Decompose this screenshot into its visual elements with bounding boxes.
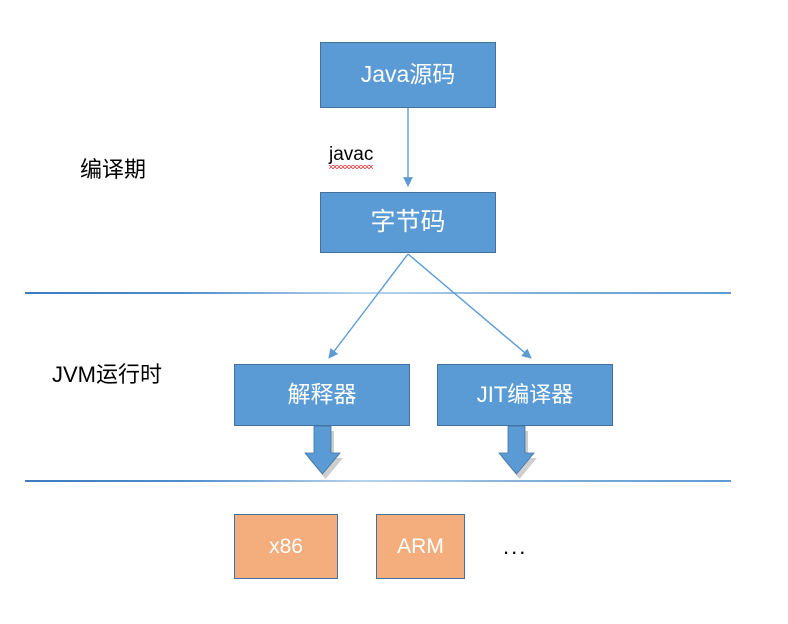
- spellcheck-squiggle-icon: [329, 165, 374, 169]
- node-interpreter[interactable]: 解释器: [234, 364, 410, 426]
- node-java-source[interactable]: Java源码: [320, 42, 496, 108]
- node-jit-compiler[interactable]: JIT编译器: [437, 364, 613, 426]
- more-platforms-ellipsis: ...: [503, 534, 528, 559]
- edge-label-javac: javac: [329, 144, 374, 169]
- runtime-hardware-divider: [25, 480, 731, 482]
- compile-runtime-divider: [25, 292, 731, 294]
- node-bytecode[interactable]: 字节码: [320, 192, 496, 253]
- connector-bytecode-to-interpreter: [328, 253, 409, 359]
- stage-label-compile-time: 编译期: [80, 157, 147, 182]
- node-arm[interactable]: ARM: [376, 514, 465, 579]
- block-arrow-jit-to-hardware: [498, 425, 537, 479]
- block-arrow-interpreter-to-hardware: [304, 425, 343, 479]
- stage-label-jvm-runtime: JVM运行时: [52, 362, 163, 387]
- connector-bytecode-to-jit: [407, 253, 532, 359]
- node-x86[interactable]: x86: [234, 514, 338, 579]
- edge-label-javac-text: javac: [329, 144, 374, 165]
